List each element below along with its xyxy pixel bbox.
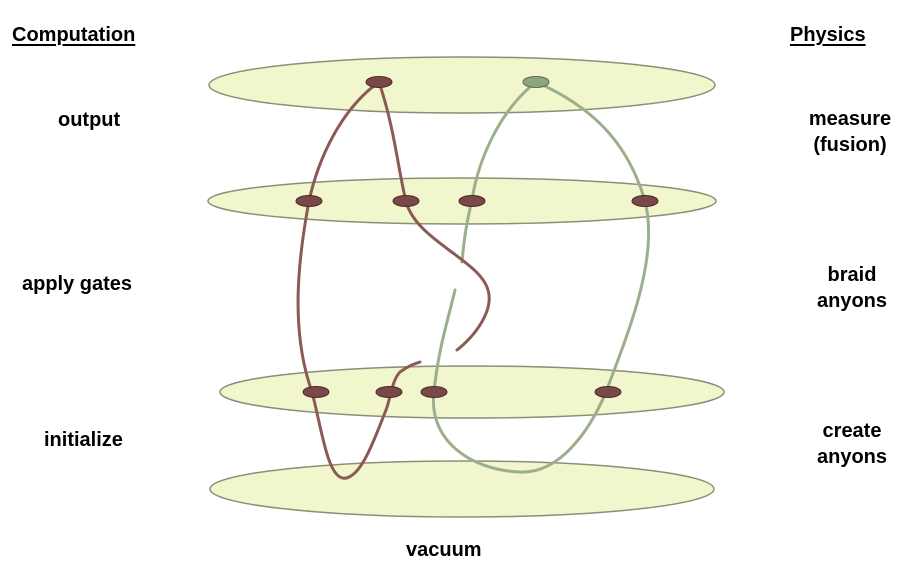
braid-text: braid bbox=[827, 264, 877, 286]
vacuum-plane bbox=[209, 460, 715, 518]
computation-header: Computation bbox=[12, 24, 136, 46]
output-anyon-green bbox=[522, 76, 550, 88]
apply-gates-label: apply gates bbox=[22, 273, 133, 295]
red-worldline-outer bbox=[296, 80, 422, 480]
green-worldline-upper bbox=[460, 80, 538, 264]
initialize-plane bbox=[219, 365, 725, 419]
output-plane bbox=[208, 56, 716, 114]
measure-anyon-1 bbox=[295, 195, 323, 207]
init-anyon-3 bbox=[420, 386, 448, 398]
create-anyons-label: create anyons bbox=[810, 418, 894, 470]
output-label: output bbox=[58, 109, 121, 131]
init-anyon-2 bbox=[375, 386, 403, 398]
braid-anyons-label: braid anyons bbox=[810, 262, 894, 314]
braid-anyons-text: anyons bbox=[816, 290, 888, 312]
init-anyon-1 bbox=[302, 386, 330, 398]
measure-anyon-2 bbox=[392, 195, 420, 207]
fusion-text: (fusion) bbox=[813, 134, 887, 156]
output-anyon-red bbox=[365, 76, 393, 88]
vacuum-label: vacuum bbox=[406, 539, 482, 561]
create-text: create bbox=[822, 420, 882, 442]
measure-fusion-label: measure (fusion) bbox=[800, 106, 900, 158]
measure-anyon-3 bbox=[458, 195, 486, 207]
red-worldline-braid bbox=[377, 80, 491, 352]
create-anyons-text: anyons bbox=[816, 446, 888, 468]
initialize-label: initialize bbox=[44, 429, 123, 451]
measure-anyon-4 bbox=[631, 195, 659, 207]
measure-text: measure bbox=[808, 108, 892, 130]
init-anyon-4 bbox=[594, 386, 622, 398]
physics-header: Physics bbox=[790, 24, 866, 46]
